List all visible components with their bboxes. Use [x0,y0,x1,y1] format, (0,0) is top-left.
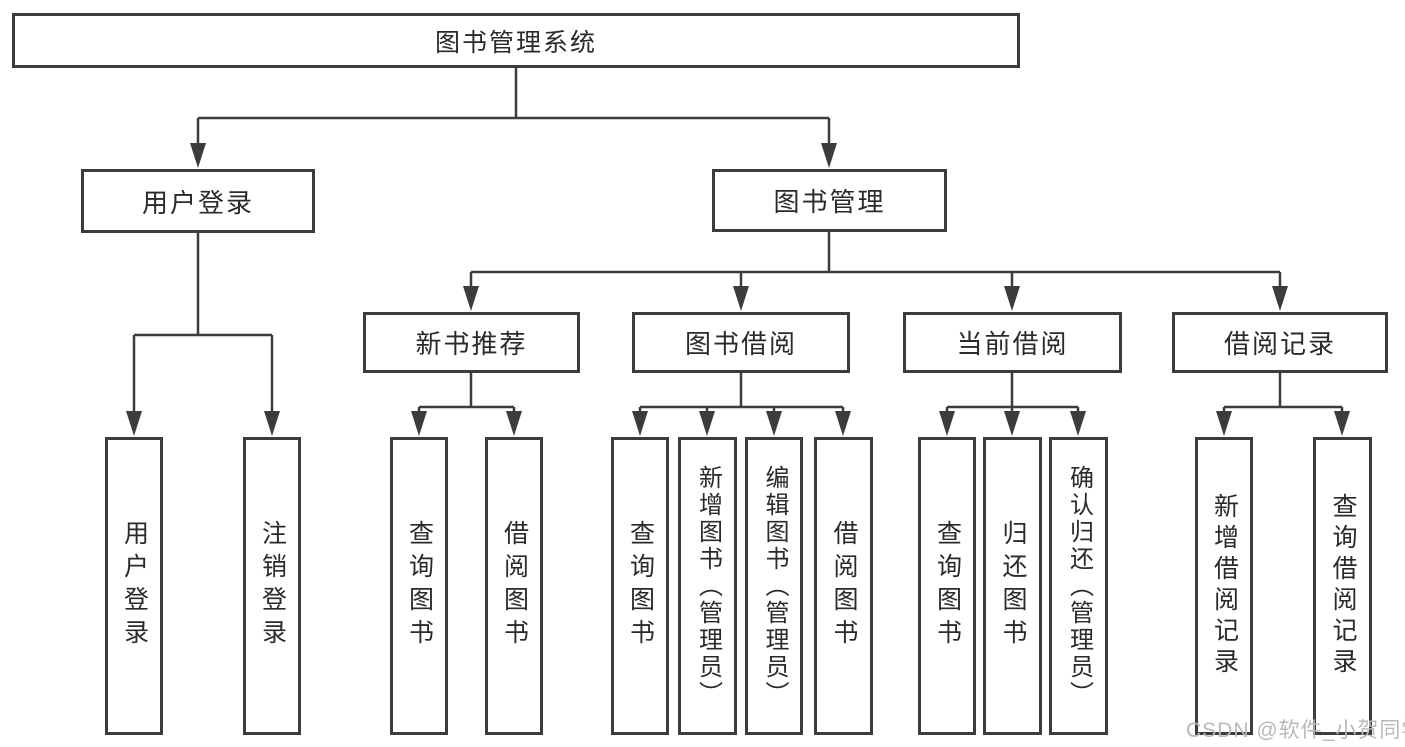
node-label: 用户登录 [120,520,149,652]
node-leaf-borrow-books-1: 借阅图书 [485,437,543,735]
node-book-borrowing: 图书借阅 [632,312,850,373]
node-leaf-add-borrow-record: 新增借阅记录 [1195,437,1253,735]
node-leaf-logout: 注销登录 [243,437,301,735]
node-leaf-user-login: 用户登录 [105,437,163,735]
node-book-management-branch: 图书管理 [712,169,947,232]
node-label: 注销登录 [258,520,287,652]
node-label: 借阅图书 [830,520,858,652]
node-label: 借阅图书 [500,520,529,652]
node-root-library-system: 图书管理系统 [12,13,1020,68]
node-leaf-edit-books-admin: 编辑图书（管理员） [745,437,803,735]
node-user-login-branch: 用户登录 [81,169,315,233]
node-label: 新书推荐 [415,329,528,359]
node-leaf-query-books-2: 查询图书 [611,437,669,735]
arrowhead-icons [126,143,1350,436]
node-leaf-query-borrow-record: 查询借阅记录 [1313,437,1372,735]
node-leaf-return-books: 归还图书 [983,437,1042,735]
node-label: 新增借阅记录 [1210,493,1239,679]
node-label: 编辑图书（管理员） [761,464,788,708]
node-label: 图书管理 [773,187,886,217]
node-label: 归还图书 [999,520,1027,652]
node-label: 确认归还（管理员） [1065,464,1093,708]
node-label: 用户登录 [141,187,254,218]
node-label: 查询图书 [626,520,655,652]
csdn-watermark: CSDN @软件_小贺同学 [1186,719,1405,742]
node-label: 当前借阅 [956,329,1069,359]
node-label: 查询图书 [933,520,962,652]
node-leaf-confirm-return-admin: 确认归还（管理员） [1049,437,1108,735]
node-label: 图书借阅 [684,329,797,359]
node-label: 新增图书（管理员） [694,464,722,708]
node-new-book-recommend: 新书推荐 [363,312,580,373]
node-label: 借阅记录 [1223,329,1336,359]
node-label: 查询图书 [405,520,434,652]
node-leaf-query-books-1: 查询图书 [390,437,448,735]
node-leaf-query-books-3: 查询图书 [918,437,976,735]
node-label: 查询借阅记录 [1329,493,1357,679]
node-borrowing-records: 借阅记录 [1172,312,1388,373]
node-label: 图书管理系统 [434,28,597,57]
node-current-borrowing: 当前借阅 [903,312,1122,373]
node-leaf-add-books-admin: 新增图书（管理员） [678,437,737,735]
node-leaf-borrow-books-2: 借阅图书 [814,437,873,735]
